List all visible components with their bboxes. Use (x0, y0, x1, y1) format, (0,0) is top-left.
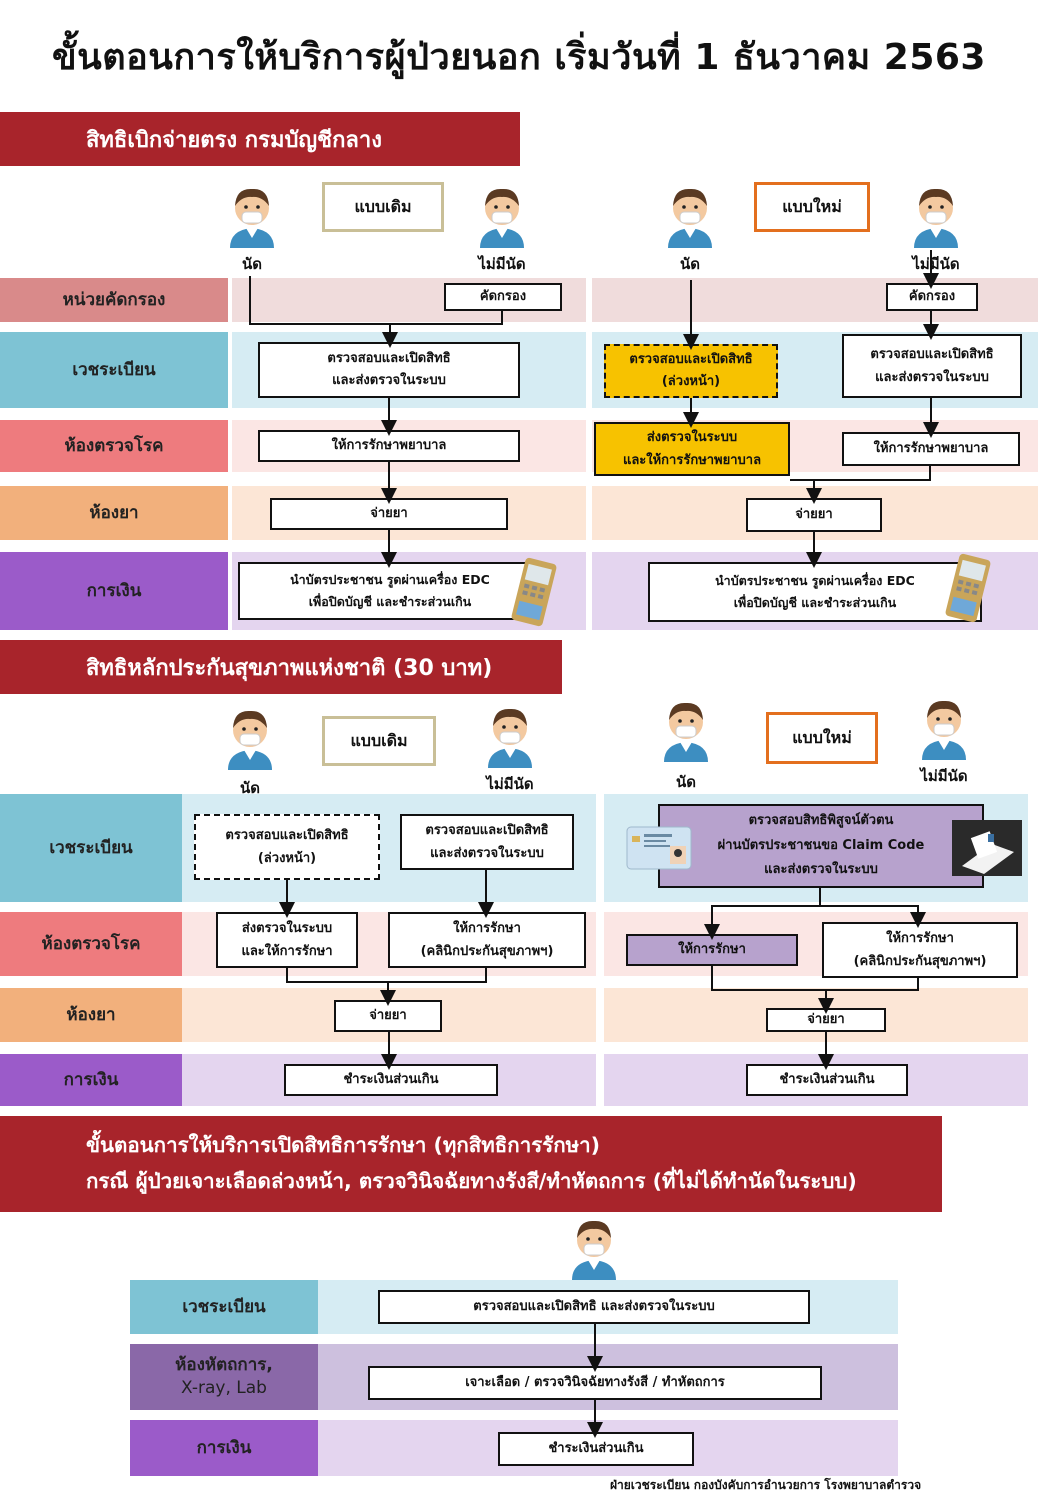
dispense-box: จ่ายยา (334, 1000, 442, 1032)
banner-line: กรณี ผู้ป่วยเจาะเลือดล่วงหน้า, ตรวจวินิจ… (86, 1169, 857, 1193)
box-line: นำบัตรประชาชน รูดผ่านเครื่อง EDC (290, 571, 490, 587)
row-label-pharmacy: ห้องยา (0, 988, 182, 1042)
box-line: นำบัตรประชาชน รูดผ่านเครื่อง EDC (715, 572, 915, 588)
box-line: ตรวจสอบสิทธิพิสูจน์ตัวตน (748, 812, 894, 828)
no-appointment-label: ไม่มีนัด (478, 255, 526, 273)
box-line: ให้การรักษา (886, 930, 954, 946)
box-line: และส่งตรวจในระบบ (764, 862, 878, 878)
row-label-procedure: ห้องหัตถการ,X-ray, Lab (130, 1344, 318, 1410)
edc-payment-box: นำบัตรประชาชน รูดผ่านเครื่อง EDC เพื่อปิด… (648, 562, 982, 622)
claim-code-box: ตรวจสอบสิทธิพิสูจน์ตัวตนผ่านบัตรประชาชนข… (658, 804, 984, 888)
row-label-screening: หน่วยคัดกรอง (0, 278, 228, 322)
box-line: (คลินิกประกันสุขภาพฯ) (853, 954, 987, 969)
appointment-label: นัด (240, 779, 260, 797)
verify-send-box: ตรวจสอบและเปิดสิทธิและส่งตรวจในระบบ (400, 814, 574, 870)
verify-send-box: ตรวจสอบและเปิดสิทธิและส่งตรวจในระบบ (842, 334, 1022, 398)
person-icon (908, 182, 964, 248)
row-label-registration: เวชระเบียน (130, 1280, 318, 1334)
no-appointment-label: ไม่มีนัด (912, 255, 960, 273)
box-line: ตรวจสอบและเปิดสิทธิ (425, 822, 549, 838)
banner-line: ขั้นตอนการให้บริการเปิดสิทธิการรักษา (ทุ… (86, 1133, 601, 1158)
row-label-pharmacy: ห้องยา (0, 486, 228, 540)
dispense-box: จ่ายยา (746, 498, 882, 532)
no-appointment-label: ไม่มีนัด (486, 775, 534, 793)
verify-advance-box: ตรวจสอบและเปิดสิทธิ (ล่วงหน้า) (604, 344, 778, 398)
person-icon (566, 1214, 622, 1280)
box-line: ตรวจสอบและเปิดสิทธิ (870, 346, 994, 362)
row-label-registration: เวชระเบียน (0, 794, 182, 902)
edc-machine-icon (508, 556, 560, 628)
box-line: ตรวจสอบและเปิดสิทธิ (327, 350, 451, 366)
box-line: ส่งตรวจในระบบ (241, 920, 333, 936)
treatment-box: ให้การรักษา (626, 934, 798, 966)
screening-box: คัดกรอง (444, 283, 562, 311)
dispense-box: จ่ายยา (766, 1008, 886, 1032)
box-line: และส่งตรวจในระบบ (875, 370, 989, 385)
section3-banner: ขั้นตอนการให้บริการเปิดสิทธิการรักษา (ทุ… (0, 1116, 942, 1212)
person-icon (482, 702, 538, 768)
verify-advance-box: ตรวจสอบและเปิดสิทธิ (ล่วงหน้า) (194, 814, 380, 880)
section2-banner: สิทธิหลักประกันสุขภาพแห่งชาติ (30 บาท) (0, 640, 562, 694)
appointment-label: นัด (680, 255, 700, 273)
clinic-treat-box: ให้การรักษา (คลินิกประกันสุขภาพฯ) (388, 912, 586, 968)
row-label-exam: ห้องตรวจโรค (0, 912, 182, 976)
pay-excess-box: ชำระเงินส่วนเกิน (746, 1064, 908, 1096)
person-icon (474, 182, 530, 248)
send-treat-box: ส่งตรวจในระบบและให้การรักษาพยาบาล (594, 422, 790, 476)
old-style-label: แบบเดิม (322, 182, 444, 232)
appointment-label: นัด (676, 773, 696, 791)
row-label-finance: การเงิน (0, 1054, 182, 1106)
verify-send-box: ตรวจสอบและเปิดสิทธิและส่งตรวจในระบบ (258, 342, 520, 398)
pay-excess-box: ชำระเงินส่วนเกิน (284, 1064, 498, 1096)
clinic-treat-box: ให้การรักษา (คลินิกประกันสุขภาพฯ) (822, 922, 1018, 978)
box-line: (คลินิกประกันสุขภาพฯ) (420, 944, 554, 959)
treatment-box: ให้การรักษาพยาบาล (258, 430, 520, 462)
box-line: ตรวจสอบและเปิดสิทธิ (629, 351, 753, 367)
row-label-registration: เวชระเบียน (0, 332, 228, 408)
verify-send-box: ตรวจสอบและเปิดสิทธิ และส่งตรวจในระบบ (378, 1290, 810, 1324)
box-line: และให้การรักษา (241, 944, 333, 959)
label-line: ห้องหัตถการ, (175, 1355, 273, 1376)
procedure-box: เจาะเลือด / ตรวจวินิจฉัยทางรังสี / ทำหัต… (368, 1366, 822, 1400)
box-line: และให้การรักษาพยาบาล (622, 453, 762, 468)
screening-box: คัดกรอง (886, 283, 978, 311)
box-line: ตรวจสอบและเปิดสิทธิ (225, 827, 349, 843)
send-treat-box: ส่งตรวจในระบบและให้การรักษา (216, 912, 358, 968)
person-icon (916, 694, 972, 760)
box-line: (ล่วงหน้า) (257, 851, 317, 866)
appointment-label: นัด (242, 255, 262, 273)
box-line: และส่งตรวจในระบบ (430, 846, 544, 861)
box-line: ส่งตรวจในระบบ (646, 429, 738, 445)
label-line: X-ray, Lab (181, 1378, 267, 1398)
box-line: ผ่านบัตรประชาชนขอ Claim Code (717, 837, 925, 853)
old-style-label: แบบเดิม (322, 716, 436, 766)
card-reader-icon (952, 820, 1022, 876)
treatment-box: ให้การรักษาพยาบาล (842, 432, 1020, 466)
person-icon (224, 182, 280, 248)
row-label-finance: การเงิน (130, 1420, 318, 1476)
id-card-icon (626, 826, 692, 870)
dispense-box: จ่ายยา (270, 498, 508, 530)
box-line: เพื่อปิดบัญชี และชำระส่วนเกิน (733, 595, 897, 610)
box-line: ให้การรักษา (453, 920, 521, 936)
page-title: ขั้นตอนการให้บริการผู้ป่วยนอก เริ่มวันที… (52, 37, 986, 78)
new-style-label: แบบใหม่ (766, 712, 878, 764)
row-label-finance: การเงิน (0, 552, 228, 630)
footer-credit: ฝ่ายเวชระเบียน กองบังคับการอำนวยการ โรงพ… (610, 1478, 922, 1492)
row-label-exam: ห้องตรวจโรค (0, 420, 228, 472)
person-icon (662, 182, 718, 248)
box-line: เพื่อปิดบัญชี และชำระส่วนเกิน (308, 594, 472, 609)
edc-machine-icon (942, 552, 994, 624)
pay-excess-box: ชำระเงินส่วนเกิน (498, 1432, 694, 1466)
no-appointment-label: ไม่มีนัด (920, 767, 968, 785)
box-line: และส่งตรวจในระบบ (332, 373, 446, 388)
section1-banner: สิทธิเบิกจ่ายตรง กรมบัญชีกลาง (0, 112, 520, 166)
box-line: (ล่วงหน้า) (661, 374, 721, 389)
new-style-label: แบบใหม่ (754, 182, 870, 232)
person-icon (222, 704, 278, 770)
person-icon (658, 696, 714, 762)
edc-payment-box: นำบัตรประชาชน รูดผ่านเครื่อง EDC เพื่อปิด… (238, 562, 542, 620)
